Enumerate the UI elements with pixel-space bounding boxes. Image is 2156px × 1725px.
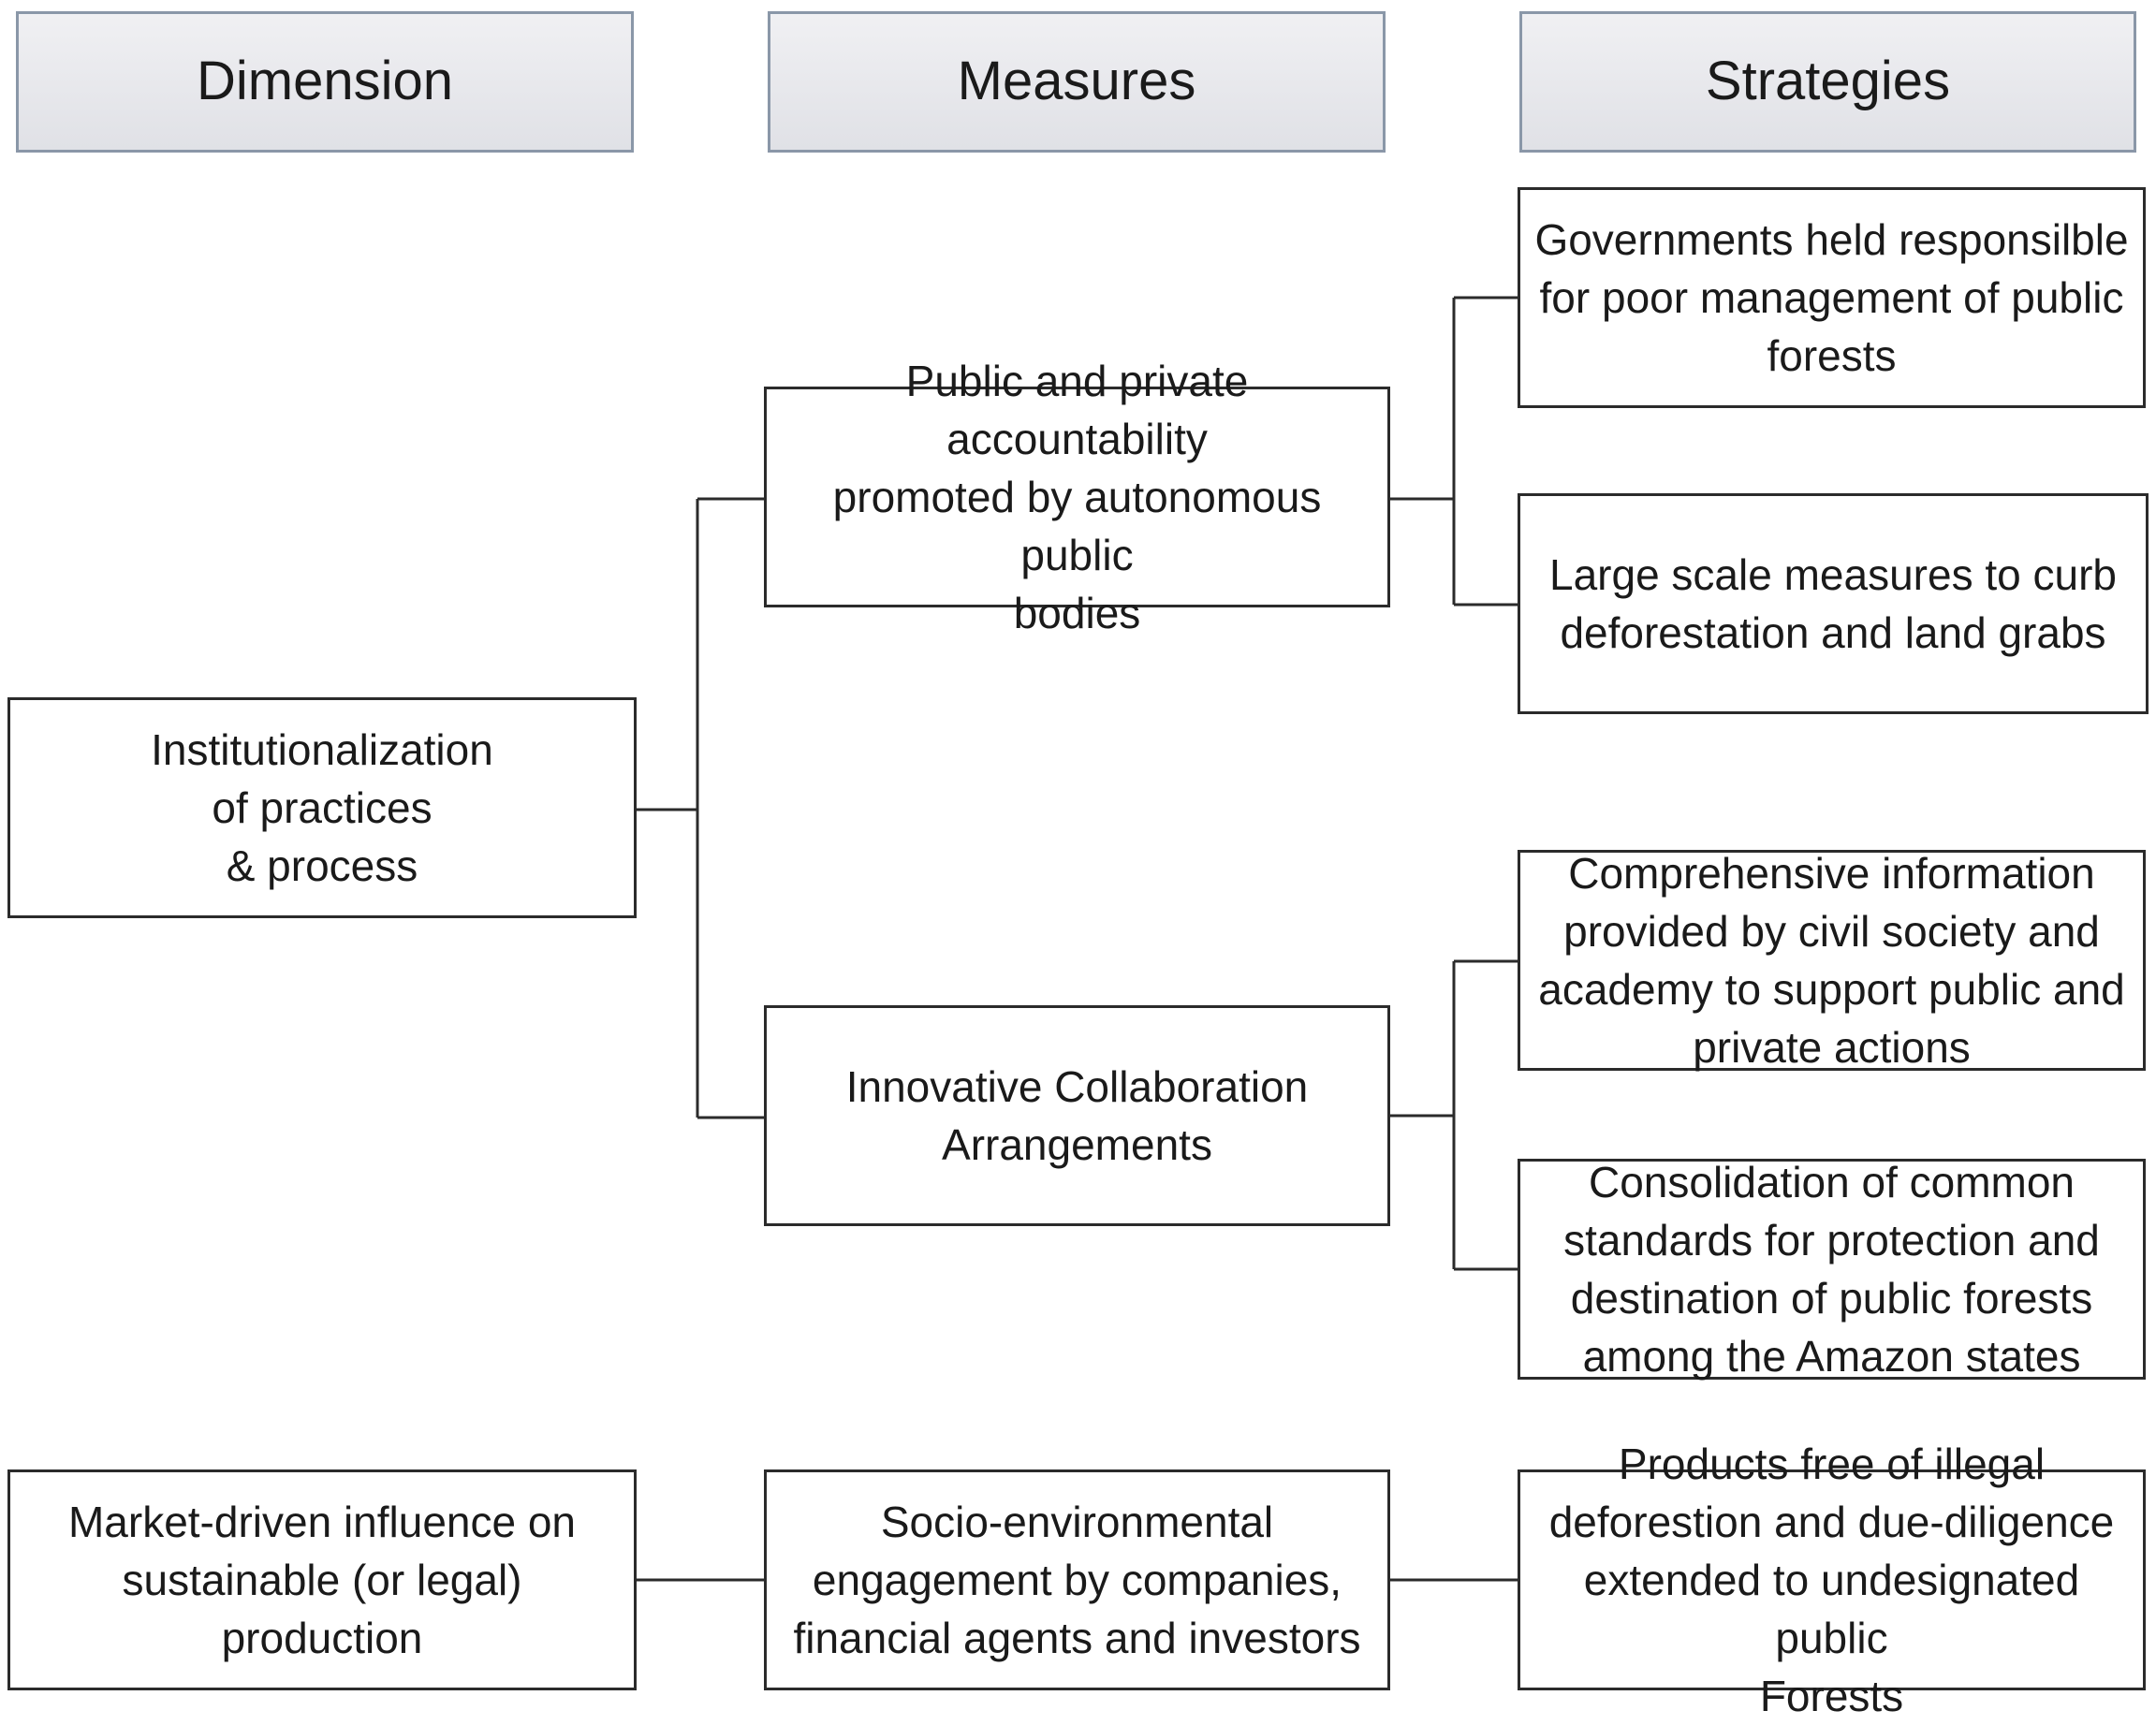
measure-engagement-text: Socio-environmental engagement by compan… xyxy=(793,1497,1361,1663)
measure-engagement: Socio-environmental engagement by compan… xyxy=(764,1469,1390,1690)
dimension-market-text: Market-driven influence on sustainable (… xyxy=(67,1497,577,1663)
header-measures: Measures xyxy=(768,11,1386,153)
strategy-large-scale: Large scale measures to curb deforestati… xyxy=(1518,493,2149,714)
strategy-information: Comprehensive information provided by ci… xyxy=(1518,849,2146,1072)
strategy-information-text: Comprehensive information provided by ci… xyxy=(1538,848,2125,1073)
strategy-governments-text: Governments held responsilble for poor m… xyxy=(1534,214,2129,381)
dimension-institutionalization: Institutionalization of practices & proc… xyxy=(7,697,637,918)
header-strategies: Strategies xyxy=(1519,11,2136,153)
measure-collaboration: Innovative Collaboration Arrangements xyxy=(764,1005,1390,1226)
header-dimension-label: Dimension xyxy=(197,51,453,112)
strategy-consolidation: Consolidation of common standards for pr… xyxy=(1518,1158,2146,1381)
header-strategies-label: Strategies xyxy=(1705,51,1951,112)
measure-collaboration-text: Innovative Collaboration Arrangements xyxy=(845,1061,1309,1169)
strategy-consolidation-text: Consolidation of common standards for pr… xyxy=(1563,1157,2100,1381)
strategy-governments: Governments held responsilble for poor m… xyxy=(1518,187,2146,408)
dimension-market: Market-driven influence on sustainable (… xyxy=(7,1469,637,1690)
header-measures-label: Measures xyxy=(957,51,1196,112)
strategy-products-text: Products free of illegal deforestion and… xyxy=(1548,1439,2115,1721)
strategy-large-scale-text: Large scale measures to curb deforestati… xyxy=(1549,549,2117,657)
dimension-institutionalization-text: Institutionalization of practices & proc… xyxy=(151,724,493,891)
measure-accountability-text: Public and private accountability promot… xyxy=(832,356,1322,638)
strategy-products: Products free of illegal deforestion and… xyxy=(1518,1440,2146,1720)
header-dimension: Dimension xyxy=(16,11,634,153)
measure-accountability: Public and private accountability promot… xyxy=(764,357,1390,637)
